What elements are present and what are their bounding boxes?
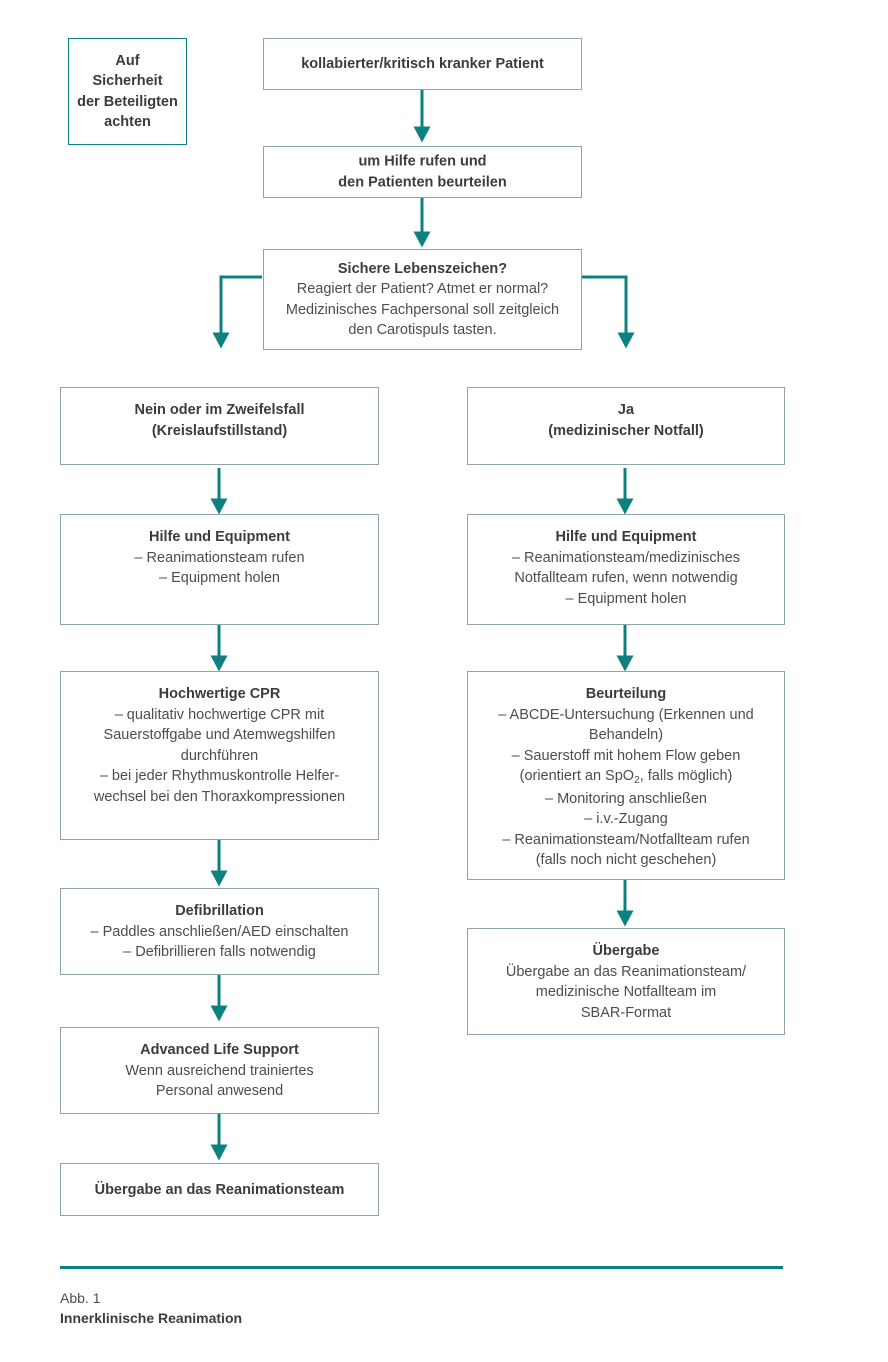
caption-divider — [60, 1266, 783, 1269]
node-safety: Auf Sicherheit der Beteiligten achten — [68, 38, 187, 145]
node-right-assessment-line-7: – Reanimationsteam/Notfallteam rufen — [502, 831, 750, 848]
node-call-help-line-1: um Hilfe rufen und — [358, 153, 487, 170]
node-decision: Sichere Lebenszeichen? Reagiert der Pati… — [263, 249, 582, 350]
node-left-cpr-line-1: – qualitativ hochwertige CPR mit — [114, 706, 325, 723]
node-left-defibrillation-line-2: – Defibrillieren falls notwendig — [123, 944, 316, 960]
node-branch-yes: Ja (medizinischer Notfall) — [467, 387, 785, 465]
node-right-handover-line-2: medizinische Notfallteam im — [535, 984, 717, 1000]
node-call-help-line-2: den Patienten beurteilen — [338, 174, 507, 190]
node-left-als-line-2: Personal anwesend — [155, 1083, 284, 1099]
node-left-cpr-line-4: – bei jeder Rhythmuskontrolle Helfer- — [99, 768, 340, 784]
spo2-prefix: (orientiert an SpO — [519, 768, 635, 784]
node-right-assessment-line-6: – i.v.-Zugang — [584, 811, 668, 827]
node-right-assessment-line-2: Behandeln) — [588, 727, 664, 743]
node-left-handover-title: Übergabe an das Reanimationsteam — [94, 1181, 345, 1198]
node-start: kollabierter/kritisch kranker Patient — [263, 38, 582, 90]
node-right-assessment-title: Beurteilung — [585, 686, 667, 702]
node-right-assessment-line-1: – ABCDE-Untersuchung (Erkennen und — [498, 706, 754, 723]
node-decision-line-1: Reagiert der Patient? Atmet er normal? — [296, 281, 549, 297]
node-left-help-title: Hilfe und Equipment — [149, 529, 290, 545]
node-branch-no-line-1: Nein oder im Zweifelsfall — [134, 402, 305, 418]
node-right-assessment-line-8: (falls noch nicht geschehen) — [535, 852, 717, 868]
node-left-defibrillation-title: Defibrillation — [175, 903, 264, 919]
node-right-handover: Übergabe Übergabe an das Reanimationstea… — [467, 928, 785, 1035]
figure-caption: Abb. 1 Innerklinische Reanimation — [60, 1288, 560, 1328]
arrow-decision-to-no — [212, 275, 262, 349]
node-safety-line-1: Auf — [115, 52, 140, 69]
node-start-title: kollabierter/kritisch kranker Patient — [301, 55, 544, 72]
spo2-suffix: , falls möglich) — [639, 768, 733, 784]
node-left-cpr-line-2: Sauerstoffgabe und Atemwegshilfen — [103, 727, 336, 743]
figure-caption-number: Abb. 1 — [60, 1290, 101, 1306]
node-left-als-line-1: Wenn ausreichend trainiertes — [125, 1062, 314, 1079]
node-right-help: Hilfe und Equipment – Reanimationsteam/m… — [467, 514, 785, 625]
node-left-handover: Übergabe an das Reanimationsteam — [60, 1163, 379, 1216]
node-safety-line-2: Sicherheit — [92, 73, 163, 89]
node-decision-title: Sichere Lebenszeichen? — [337, 260, 508, 277]
node-right-handover-title: Übergabe — [592, 943, 660, 959]
figure-caption-title: Innerklinische Reanimation — [60, 1310, 243, 1326]
arrow-decision-to-yes — [582, 275, 635, 349]
node-left-als: Advanced Life Support Wenn ausreichend t… — [60, 1027, 379, 1114]
node-branch-no: Nein oder im Zweifelsfall (Kreislaufstil… — [60, 387, 379, 465]
node-left-cpr-line-3: durchführen — [180, 747, 259, 764]
node-right-help-line-2: Notfallteam rufen, wenn notwendig — [514, 570, 738, 586]
node-right-handover-line-3: SBAR-Format — [580, 1004, 672, 1021]
node-left-help-line-2: – Equipment holen — [159, 570, 280, 586]
node-left-cpr-title: Hochwertige CPR — [158, 686, 281, 702]
node-branch-no-line-2: (Kreislaufstillstand) — [151, 422, 288, 439]
node-branch-yes-line-1: Ja — [617, 402, 635, 418]
node-right-help-line-1: – Reanimationsteam/medizinisches — [511, 549, 741, 566]
node-right-help-title: Hilfe und Equipment — [555, 529, 697, 545]
node-left-help-line-1: – Reanimationsteam rufen — [134, 549, 305, 566]
node-left-als-title: Advanced Life Support — [140, 1042, 299, 1058]
node-safety-line-4: achten — [104, 114, 151, 130]
spo2-subscript: 2 — [634, 774, 640, 786]
node-decision-line-3: den Carotispuls tasten. — [348, 322, 497, 338]
node-branch-yes-line-2: (medizinischer Notfall) — [548, 422, 704, 439]
node-right-handover-line-1: Übergabe an das Reanimationsteam/ — [505, 963, 747, 980]
node-left-help: Hilfe und Equipment – Reanimationsteam r… — [60, 514, 379, 625]
node-left-defibrillation-line-1: – Paddles anschließen/AED einschalten — [90, 923, 349, 940]
node-right-assessment-line-3: – Sauerstoff mit hohem Flow geben — [511, 747, 741, 764]
node-left-defibrillation: Defibrillation – Paddles anschließen/AED… — [60, 888, 379, 975]
node-right-help-line-3: – Equipment holen — [565, 590, 687, 607]
node-right-assessment-line-4: (orientiert an SpO2, falls möglich) — [476, 766, 776, 789]
node-safety-line-3: der Beteiligten — [77, 93, 178, 110]
node-left-cpr: Hochwertige CPR – qualitativ hochwertige… — [60, 671, 379, 840]
node-left-cpr-line-5: wechsel bei den Thoraxkompressionen — [93, 788, 346, 805]
node-decision-line-2: Medizinisches Fachpersonal soll zeitglei… — [285, 301, 560, 318]
node-call-help: um Hilfe rufen und den Patienten beurtei… — [263, 146, 582, 198]
node-right-assessment-line-5: – Monitoring anschließen — [544, 790, 707, 807]
node-right-assessment: Beurteilung – ABCDE-Untersuchung (Erkenn… — [467, 671, 785, 880]
